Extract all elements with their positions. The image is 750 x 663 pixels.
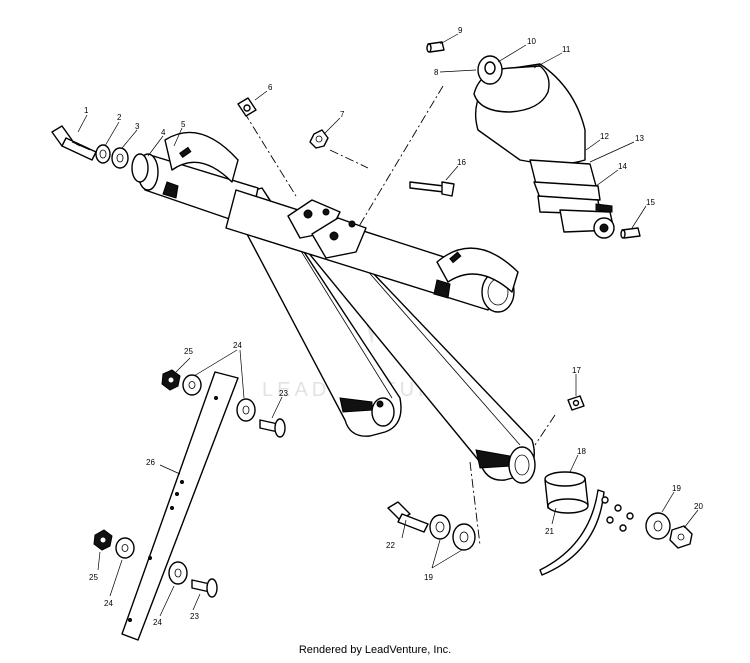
nut-25-bottom [93,529,113,551]
bushing-18 [544,471,589,514]
callout-10: 10 [527,37,536,46]
callout-15: 15 [646,198,655,207]
washer-24-top-a [182,374,202,396]
callout-20: 20 [694,502,703,511]
callout-5: 5 [181,120,186,129]
washer-3 [111,147,129,169]
callout-23-top: 23 [279,389,288,398]
shock-absorber [473,55,615,239]
strap-26 [121,371,239,641]
nut-20 [669,525,693,549]
small-washers [601,496,634,532]
washer-24-bottom-b [168,561,188,585]
pin-15 [620,227,641,239]
bolt-16 [409,181,455,197]
callout-19-right: 19 [672,484,681,493]
callout-21: 21 [545,527,554,536]
callout-25-top: 25 [184,347,193,356]
washers-19-left [429,514,476,551]
shim-21 [539,489,605,576]
nut-25-top [161,369,181,391]
assembly-lines [243,85,556,546]
callout-19-left: 19 [424,573,433,582]
callout-9: 9 [458,26,463,35]
washer-19-right [645,512,671,540]
callout-13: 13 [635,134,644,143]
callout-11: 11 [562,45,571,54]
callout-24-top: 24 [233,341,242,350]
leader-lines [77,33,699,617]
callout-8: 8 [434,68,439,77]
callout-17: 17 [572,366,581,375]
callout-4: 4 [161,128,166,137]
callout-2: 2 [117,113,122,122]
callout-25-bottom: 25 [89,573,98,582]
callout-labels: 1 2 3 4 5 6 7 8 9 10 11 12 13 14 15 16 1… [84,26,703,627]
washer-2 [95,144,111,164]
render-credit: Rendered by LeadVenture, Inc. [298,644,452,656]
callout-7: 7 [340,110,345,119]
washer-24-bottom-a [115,537,135,559]
callout-22: 22 [386,541,395,550]
callout-14: 14 [618,162,627,171]
grease-fitting-17 [567,395,585,411]
callout-6: 6 [268,83,273,92]
callout-26: 26 [146,458,155,467]
swing-arm [131,131,536,484]
nut-7 [309,129,329,149]
bolt-1 [51,125,97,161]
callout-16: 16 [457,158,466,167]
callout-1: 1 [84,106,89,115]
bolt-22 [387,501,429,533]
callout-12: 12 [600,132,609,141]
bolt-23-top [259,418,286,438]
callout-24-bottom-left: 24 [104,599,113,608]
callout-3: 3 [135,122,140,131]
grease-fitting-6 [237,97,257,117]
callout-23-bottom: 23 [190,612,199,621]
pin-9 [426,41,445,53]
callout-24-bottom-right: 24 [153,618,162,627]
bolt-23-bottom [191,578,218,598]
callout-18: 18 [577,447,586,456]
washer-24-top-b [236,398,256,422]
